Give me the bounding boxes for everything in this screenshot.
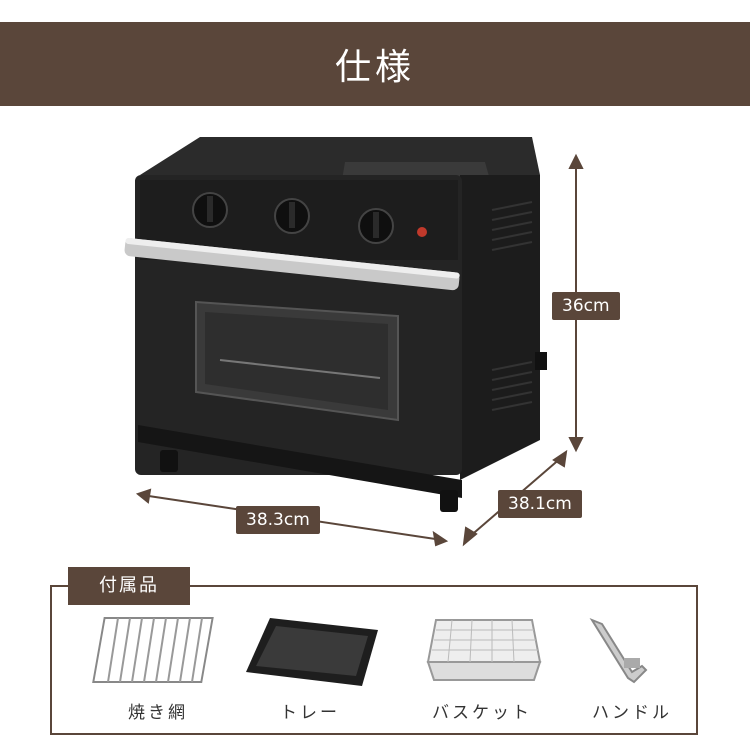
accessory-label: 焼き網	[128, 703, 188, 723]
basket-icon	[426, 619, 542, 681]
accessory-label: バスケット	[432, 703, 532, 723]
handle-icon	[589, 617, 648, 684]
height-dimension-label: 36cm	[552, 292, 620, 320]
power-indicator-icon	[417, 227, 427, 237]
accessory-label: ハンドル	[592, 703, 672, 723]
accessory-basket: バスケット	[412, 610, 552, 730]
header-bar: 仕様	[0, 22, 750, 106]
accessories-frame	[50, 585, 698, 735]
accessory-tray: トレー	[240, 610, 380, 730]
timer-knob	[358, 208, 394, 244]
depth-dimension-label: 38.1cm	[498, 490, 582, 518]
page-title: 仕様	[334, 47, 415, 88]
width-dimension-label: 38.3cm	[236, 506, 320, 534]
accessory-label: トレー	[280, 703, 340, 723]
accessory-handle: ハンドル	[562, 610, 702, 730]
accessories-title: 付属品	[68, 567, 190, 605]
tray-icon	[246, 618, 378, 686]
oven-illustration	[124, 137, 584, 547]
grill-rack-icon	[92, 617, 214, 683]
accessory-grill-rack: 焼き網	[88, 610, 228, 730]
heater-knob	[274, 198, 310, 234]
temperature-knob	[192, 192, 228, 228]
